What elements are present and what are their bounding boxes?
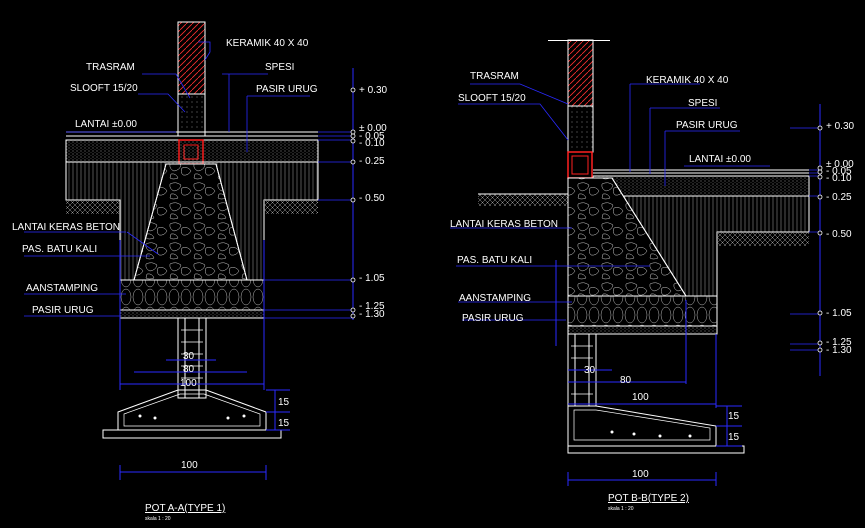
dim-b-100: 100 <box>632 392 649 403</box>
label-pasir-urug-bottom-b: PASIR URUG <box>462 313 524 324</box>
label-lantai-a: LANTAI ±0.00 <box>75 119 137 130</box>
label-lantai-b: LANTAI ±0.00 <box>689 154 751 165</box>
label-pasir-urug-top-b: PASIR URUG <box>676 120 738 131</box>
dim-a-80: 80 <box>183 364 195 375</box>
level-b-8: - 1.30 <box>826 345 852 356</box>
level-b-5: - 0.50 <box>826 229 852 240</box>
label-spesi-b: SPESI <box>688 98 717 109</box>
label-lantai-keras-a: LANTAI KERAS BETON <box>12 222 120 233</box>
label-slooft-a: SLOOFT 15/20 <box>70 83 138 94</box>
dim-a-100: 100 <box>180 378 197 389</box>
brick-wall-b <box>567 39 594 107</box>
label-slooft-b: SLOOFT 15/20 <box>458 93 526 104</box>
dim-b-80: 80 <box>620 375 632 386</box>
label-aanstamping-b: AANSTAMPING <box>459 293 531 304</box>
label-keramik-a: KERAMIK 40 X 40 <box>226 38 309 49</box>
level-a-1: ± 0.00 <box>359 123 387 134</box>
level-b-1: ± 0.00 <box>826 159 854 170</box>
level-a-2: - 0.05 <box>359 131 385 142</box>
floor-slab-b <box>592 175 810 197</box>
level-b-7: - 1.25 <box>826 337 852 348</box>
section-a <box>24 21 356 480</box>
level-b-6: - 1.05 <box>826 308 852 319</box>
label-trasram-a: TRASRAM <box>86 62 135 73</box>
level-b-2: - 0.05 <box>826 166 852 177</box>
brick-wall-a <box>177 21 206 95</box>
label-pasir-urug-top-a: PASIR URUG <box>256 84 318 95</box>
dim-a-15b: 15 <box>278 418 290 429</box>
scale-a: skala 1 : 20 <box>145 516 171 522</box>
scale-b: skala 1 : 20 <box>608 506 634 512</box>
footing-b <box>567 405 717 447</box>
trasram-a <box>177 93 206 137</box>
dim-b-30: 30 <box>584 365 596 376</box>
level-a-3: - 0.10 <box>359 138 385 149</box>
level-b-0: + 0.30 <box>826 121 855 132</box>
label-trasram-b: TRASRAM <box>470 71 519 82</box>
trasram-b <box>567 105 594 153</box>
level-a-0: + 0.30 <box>359 85 388 96</box>
section-b <box>450 39 823 486</box>
label-keramik-b: KERAMIK 40 X 40 <box>646 75 729 86</box>
title-a: POT A-A(TYPE 1) <box>145 503 225 514</box>
level-a-6: - 1.05 <box>359 273 385 284</box>
aanstamping-b <box>567 295 718 327</box>
dim-a-15a: 15 <box>278 397 290 408</box>
label-batu-kali-b: PAS. BATU KALI <box>457 255 532 266</box>
label-lantai-keras-b: LANTAI KERAS BETON <box>450 219 558 230</box>
level-a-7: - 1.25 <box>359 301 385 312</box>
label-batu-kali-a: PAS. BATU KALI <box>22 244 97 255</box>
footing-a <box>117 389 267 431</box>
label-pasir-urug-bottom-a: PASIR URUG <box>32 305 94 316</box>
level-a-5: - 0.50 <box>359 193 385 204</box>
level-a-4: - 0.25 <box>359 156 385 167</box>
level-b-3: - 0.10 <box>826 173 852 184</box>
label-spesi-a: SPESI <box>265 62 294 73</box>
aanstamping-a <box>119 279 265 311</box>
dim-a-30: 30 <box>183 351 195 362</box>
dim-b-100-bottom: 100 <box>632 469 649 480</box>
title-b: POT B-B(TYPE 2) <box>608 493 689 504</box>
dim-a-100-bottom: 100 <box>181 460 198 471</box>
dim-b-15a: 15 <box>728 411 740 422</box>
level-a-8: - 1.30 <box>359 309 385 320</box>
level-b-4: - 0.25 <box>826 192 852 203</box>
label-aanstamping-a: AANSTAMPING <box>26 283 98 294</box>
dim-b-15b: 15 <box>728 432 740 443</box>
